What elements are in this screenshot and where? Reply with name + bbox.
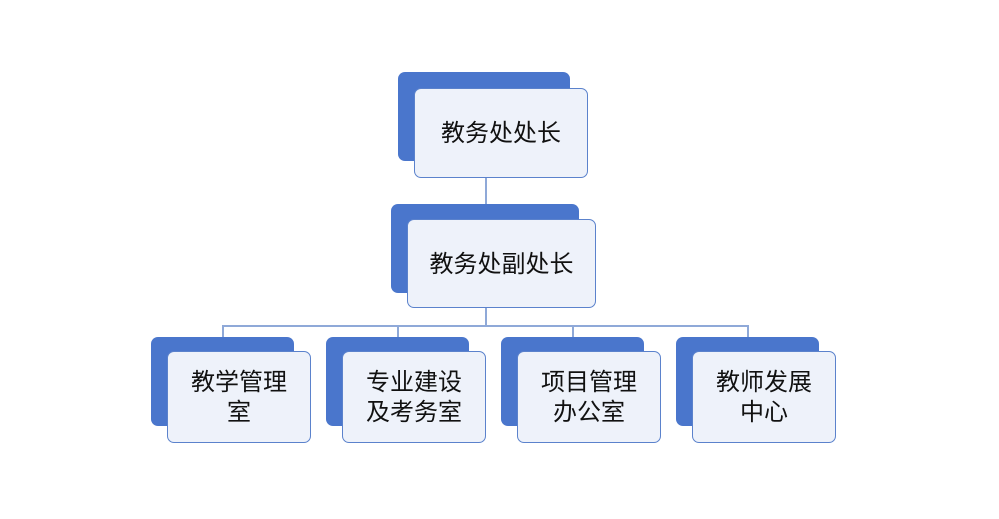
node-dept-faculty-development: 教师发展 中心 — [676, 337, 836, 443]
node-dept-project-office: 项目管理 办公室 — [501, 337, 661, 443]
node-dept-program-exams-line1: 专业建设 — [366, 368, 462, 396]
node-dept-faculty-development-line2: 中心 — [740, 398, 788, 426]
node-director-label: 教务处处长 — [441, 119, 561, 147]
node-dept-project-office-box: 项目管理 办公室 — [517, 351, 661, 443]
node-dept-teaching-management-line2: 室 — [227, 398, 251, 426]
node-dept-teaching-management-line1: 教学管理 — [191, 368, 287, 396]
node-dept-teaching-management: 教学管理 室 — [151, 337, 311, 443]
node-dept-faculty-development-box: 教师发展 中心 — [692, 351, 836, 443]
node-dept-program-exams-line2: 及考务室 — [366, 398, 462, 426]
node-dept-program-exams: 专业建设 及考务室 — [326, 337, 486, 443]
node-director-box: 教务处处长 — [414, 88, 588, 178]
node-director: 教务处处长 — [398, 72, 588, 178]
node-dept-project-office-line1: 项目管理 — [541, 368, 637, 396]
node-deputy-director-box: 教务处副处长 — [407, 219, 596, 308]
node-dept-program-exams-box: 专业建设 及考务室 — [342, 351, 486, 443]
connector-root-to-deputy — [485, 177, 487, 219]
node-dept-teaching-management-box: 教学管理 室 — [167, 351, 311, 443]
node-dept-faculty-development-line1: 教师发展 — [716, 368, 812, 396]
node-dept-project-office-line2: 办公室 — [553, 398, 625, 426]
node-deputy-director: 教务处副处长 — [391, 204, 596, 308]
node-deputy-director-label: 教务处副处长 — [429, 249, 574, 278]
connector-deputy-down — [485, 307, 487, 326]
connector-horizontal-bus — [222, 325, 748, 327]
